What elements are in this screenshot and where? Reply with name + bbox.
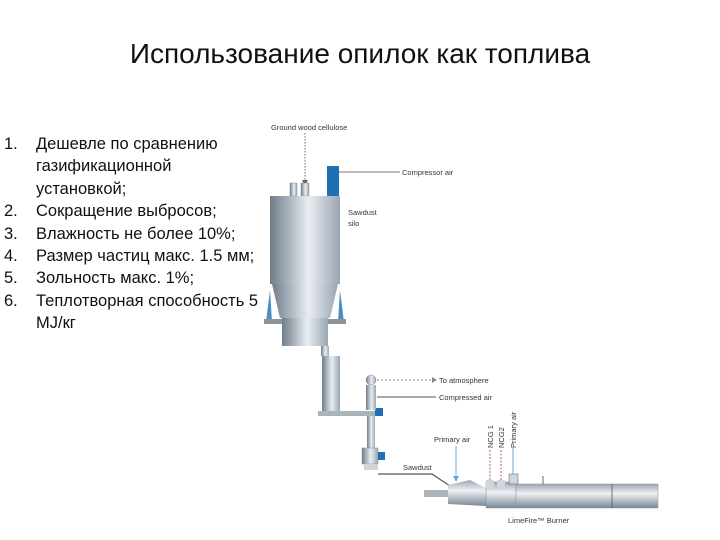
burner-nozzle — [424, 490, 450, 497]
label-ground-wood: Ground wood cellulose — [271, 123, 347, 132]
list-item: 2.Сокращение выбросов; — [4, 202, 217, 221]
burner-inlet — [448, 480, 486, 506]
feeder-base — [318, 411, 382, 416]
separator — [365, 374, 377, 386]
label-compressor-air: Compressor air — [402, 168, 454, 177]
arrow-icon — [453, 476, 459, 482]
rotary-valve — [361, 447, 379, 465]
list-item: 3.Влажность не более 10%; — [4, 224, 236, 243]
label-ncg1: NCG 1 — [486, 425, 495, 448]
list-item: 6.Теплотворная способность 5 MJ/кг — [4, 291, 259, 333]
label-to-atmosphere: To atmosphere — [439, 376, 489, 385]
drop-pipe — [367, 416, 375, 448]
list-item: 1.Дешевле по сравнению газификационной у… — [4, 135, 218, 198]
label-silo: Sawdust — [348, 208, 378, 217]
label-compressed-air: Compressed air — [439, 393, 492, 402]
label-primary-air: Primary air — [434, 435, 471, 444]
ncg1-port — [486, 480, 494, 488]
valve-base — [364, 464, 378, 470]
sawdust-silo — [270, 196, 340, 284]
label-ncg2: NCG2 — [497, 427, 506, 448]
requirements-list: 1.Дешевле по сравнению газификационной у… — [4, 133, 266, 335]
label-sawdust: Sawdust — [403, 463, 433, 472]
label-burner: LimeFire™ Burner — [508, 516, 570, 525]
feeder-column — [322, 356, 340, 411]
primary-air-port — [508, 473, 519, 485]
silo-fitting — [300, 182, 310, 197]
sawdust-line — [378, 473, 451, 487]
motor-unit — [375, 408, 383, 416]
support-leg — [266, 290, 272, 322]
valve-motor — [378, 452, 385, 460]
silo-fitting — [289, 182, 298, 197]
compressor-unit — [327, 166, 339, 196]
silo-outlet — [282, 318, 328, 346]
list-item: 5.Зольность макс. 1%; — [4, 269, 195, 288]
label-silo-2: silo — [348, 219, 359, 228]
list-item: 4.Размер частиц макс. 1.5 мм; — [4, 247, 255, 266]
burner-tube — [515, 483, 659, 509]
arrow-icon — [432, 377, 437, 383]
support-leg — [338, 290, 344, 322]
label-primary-air-2: Primary air — [509, 411, 518, 448]
separator-body — [366, 385, 376, 410]
silo-cone — [272, 284, 338, 318]
feeder-pipe — [321, 346, 329, 356]
ncg2-port — [497, 480, 505, 488]
slide-title: Использование опилок как топлива — [129, 38, 591, 69]
